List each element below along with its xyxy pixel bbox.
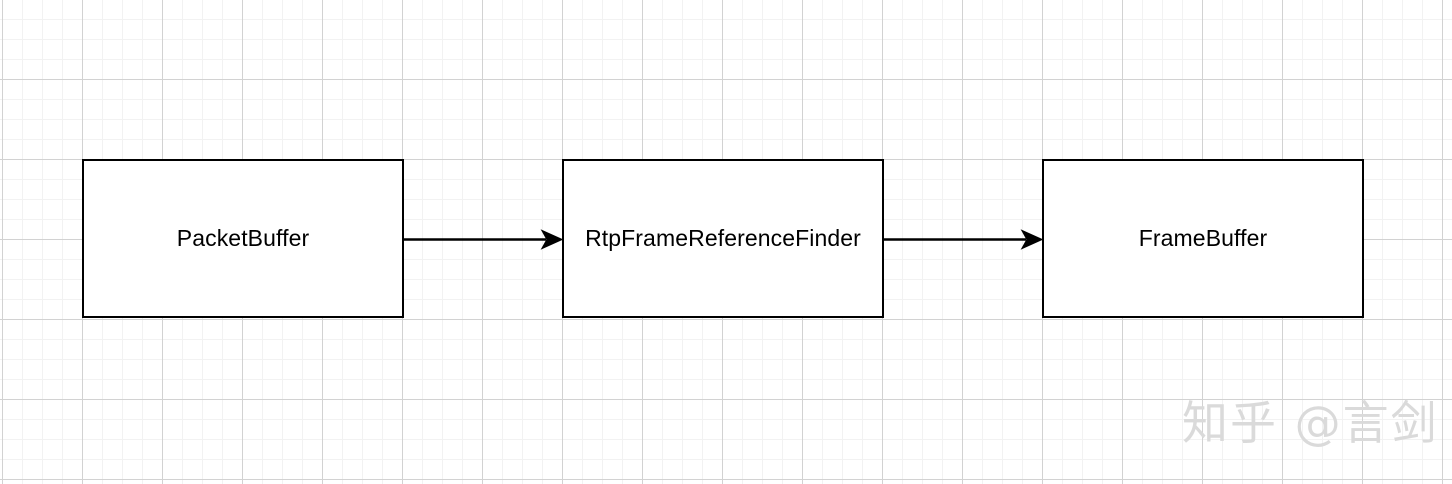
node-rtpframereferencefinder[interactable]: RtpFrameReferenceFinder [562, 159, 884, 318]
arrow-icon [404, 229, 564, 250]
edge-packetbuffer-to-rtpframereferencefinder[interactable] [400, 215, 566, 265]
watermark: 知乎 @言剑 [1182, 396, 1439, 450]
node-label-rtpframereferencefinder: RtpFrameReferenceFinder [585, 225, 861, 251]
node-framebuffer[interactable]: FrameBuffer [1042, 159, 1364, 318]
node-label-framebuffer: FrameBuffer [1138, 225, 1268, 251]
node-label-packetbuffer: PacketBuffer [176, 225, 310, 251]
node-packetbuffer[interactable]: PacketBuffer [82, 159, 404, 318]
arrow-icon [884, 229, 1044, 250]
edge-rtpframereferencefinder-to-framebuffer[interactable] [880, 215, 1046, 265]
